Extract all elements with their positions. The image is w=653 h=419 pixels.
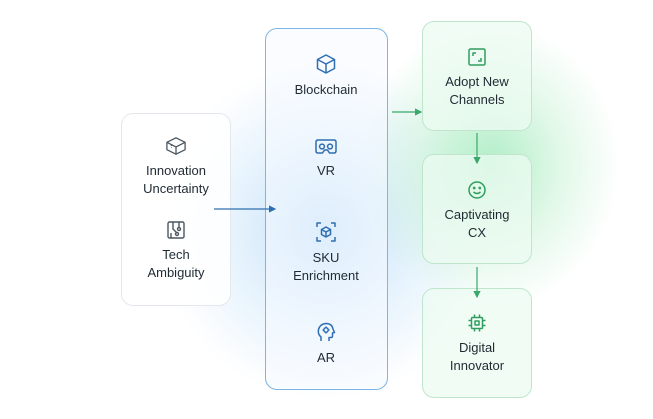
item-captivating-cx: Captivating CX [417,180,537,242]
item-digital-innovator: Digital Innovator [417,313,537,375]
label-sku-enrichment: SKU Enrichment [293,250,359,283]
outcome-box-adopt [422,21,532,131]
challenges-box [121,113,231,306]
item-tech-ambiguity: Tech Ambiguity [116,220,236,282]
label-blockchain: Blockchain [294,82,358,97]
chip-icon [468,314,486,332]
label-innovation-uncertainty: Innovation Uncertainty [143,163,209,196]
circuit-board-icon [167,221,185,239]
item-adopt-new-channels: Adopt New Channels [417,47,537,109]
item-vr: VR [266,138,386,180]
outcome-box-cx [422,154,532,264]
item-innovation-uncertainty: Innovation Uncertainty [116,136,236,198]
label-digital-innovator: Digital Innovator [449,340,505,373]
label-tech-ambiguity: Tech Ambiguity [147,247,205,280]
label-ar: AR [316,350,336,365]
vr-headset-icon [315,139,337,154]
label-adopt-new-channels: Adopt New Channels [445,74,509,107]
item-ar: AR [266,321,386,367]
cube-icon [316,54,336,74]
expand-frame-icon [468,48,486,66]
label-vr: VR [316,163,336,178]
smiley-icon [468,181,486,199]
label-captivating-cx: Captivating CX [444,207,510,240]
item-blockchain: Blockchain [266,53,386,99]
outcome-box-innovator [422,288,532,398]
technologies-box [265,28,388,390]
head-gear-icon [317,322,336,341]
item-sku-enrichment: SKU Enrichment [266,221,386,285]
cube-outline-icon [166,137,186,155]
scan-cube-icon [316,222,336,242]
